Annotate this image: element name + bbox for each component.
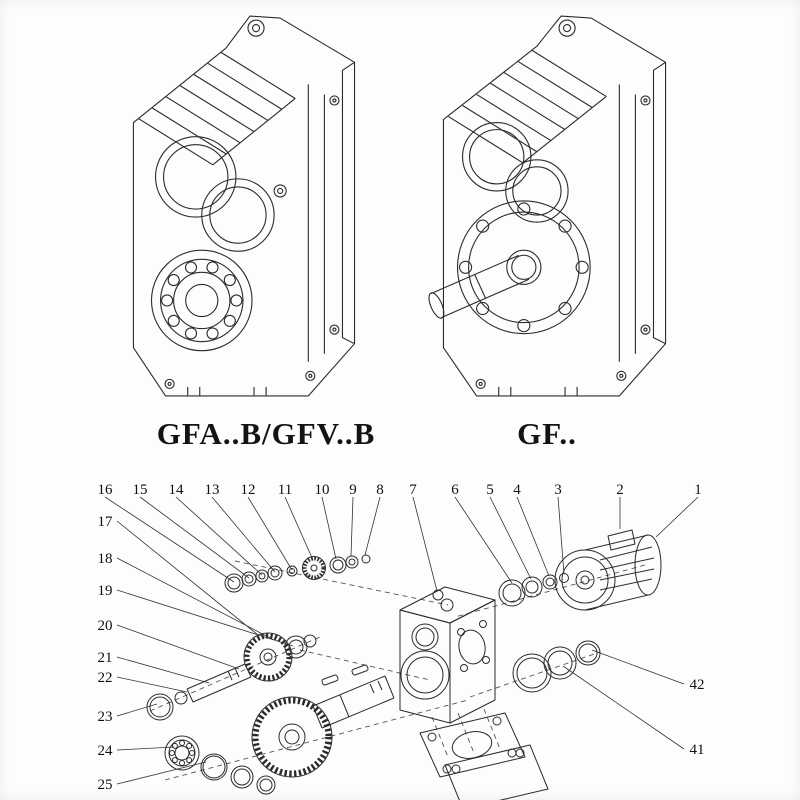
exploded-svg: 16 15 14 13 12 11 10 9 8 7 6 5 4 3 2 1 1… (98, 482, 705, 800)
callout-41: 41 (690, 742, 705, 758)
gearbox-iso-drawing-gf (408, 4, 700, 406)
leader-lines-left (116, 520, 294, 785)
output-seal-rings (512, 640, 601, 693)
callout-14: 14 (169, 482, 185, 498)
callout-24: 24 (98, 743, 114, 759)
callout-12: 12 (241, 482, 256, 498)
callout-20: 20 (98, 618, 113, 634)
output-shaft (312, 675, 395, 729)
leader-lines-top (104, 496, 699, 592)
callout-4: 4 (513, 482, 521, 498)
callout-15: 15 (133, 482, 148, 498)
callout-8: 8 (376, 482, 384, 498)
callout-22: 22 (98, 670, 113, 686)
callout-6: 6 (451, 482, 459, 498)
pinion-shaft (174, 663, 252, 705)
gearbox-iso-drawing-gfab (103, 4, 395, 406)
gearbox-gfab-svg (132, 15, 356, 397)
callout-18: 18 (98, 551, 113, 567)
callout-17: 17 (98, 514, 114, 530)
model-label-gfab: GFA..B/GFV..B (156, 416, 376, 451)
output-gear (251, 696, 333, 778)
assembly-axis-lines (149, 560, 646, 781)
callout-23: 23 (98, 709, 113, 725)
callout-3: 3 (554, 482, 562, 498)
exploded-parts-diagram: 16 15 14 13 12 11 10 9 8 7 6 5 4 3 2 1 1… (0, 462, 800, 800)
callout-13: 13 (205, 482, 220, 498)
callout-19: 19 (98, 583, 113, 599)
leader-lines-right (562, 649, 685, 750)
lower-bearing-set (164, 735, 276, 795)
motor-assembly (554, 529, 662, 611)
gearbox-gfab-lines (132, 15, 356, 397)
callout-5: 5 (486, 482, 494, 498)
callout-2: 2 (616, 482, 624, 498)
callout-25: 25 (98, 777, 113, 793)
callout-10: 10 (315, 482, 330, 498)
mounting-flange-plates (419, 712, 549, 800)
callout-1: 1 (694, 482, 702, 498)
callout-21: 21 (98, 650, 113, 666)
callout-11: 11 (278, 482, 292, 498)
model-label-gf: GF.. (517, 416, 577, 451)
callout-42: 42 (690, 677, 705, 693)
shaft-keys (321, 664, 369, 686)
callout-9: 9 (349, 482, 357, 498)
motor-side-rings (498, 573, 569, 607)
callout-7: 7 (409, 482, 417, 498)
gearbox-gf-svg (428, 15, 667, 397)
gear-housing (399, 586, 496, 724)
intermediate-gear-set (243, 632, 317, 682)
gearbox-gf-lines (428, 15, 667, 397)
callout-16: 16 (98, 482, 114, 498)
input-shaft-small-parts (224, 554, 444, 601)
